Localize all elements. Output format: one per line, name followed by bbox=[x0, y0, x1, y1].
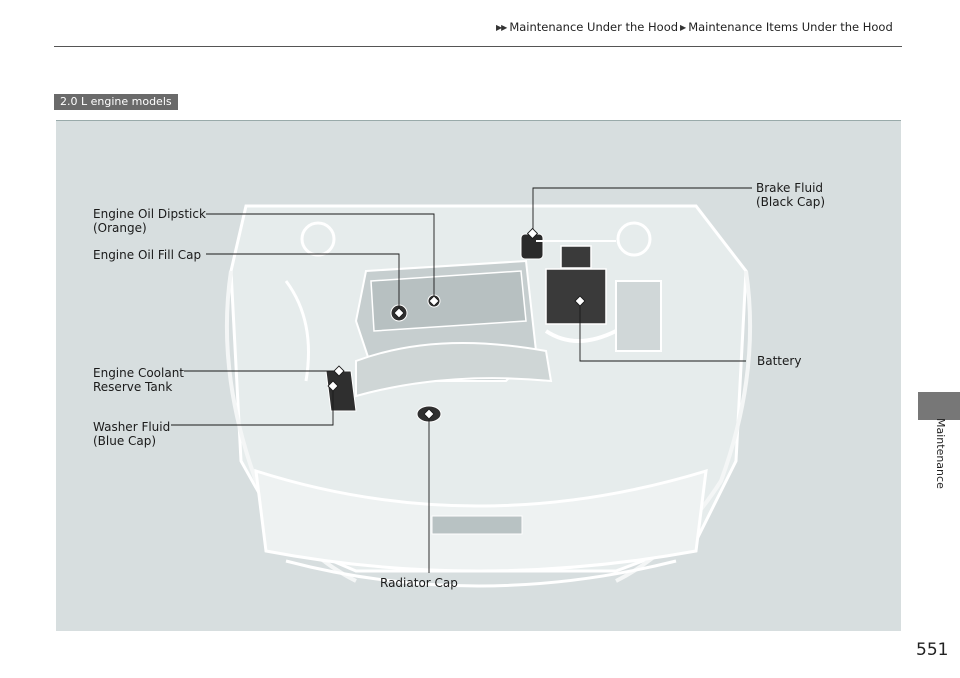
callout-engine-oil-dipstick: Engine Oil Dipstick (Orange) bbox=[93, 207, 206, 235]
callout-line: Engine Oil Fill Cap bbox=[93, 248, 202, 262]
engine-model-badge: 2.0 L engine models bbox=[54, 94, 178, 110]
callout-engine-coolant: Engine Coolant Reserve Tank bbox=[93, 366, 184, 394]
double-arrow-icon: ▶▶ bbox=[496, 22, 507, 32]
callout-line: Battery bbox=[757, 354, 802, 368]
header-rule bbox=[54, 46, 902, 47]
engine-bay-drawing bbox=[171, 187, 753, 588]
callout-line: (Blue Cap) bbox=[93, 434, 157, 448]
breadcrumb-item[interactable]: Maintenance Under the Hood bbox=[509, 20, 679, 34]
section-tab bbox=[918, 392, 960, 420]
callout-line: Washer Fluid bbox=[93, 420, 171, 434]
callout-line: Reserve Tank bbox=[93, 380, 173, 394]
callout-line: Engine Oil Dipstick bbox=[93, 207, 206, 221]
callout-line: Engine Coolant bbox=[93, 366, 185, 380]
engine-bay-illustration: Brake Fluid (Black Cap) Engine Oil Dipst… bbox=[56, 120, 901, 631]
callout-brake-fluid: Brake Fluid (Black Cap) bbox=[756, 181, 825, 209]
callout-engine-oil-fill-cap: Engine Oil Fill Cap bbox=[93, 248, 201, 262]
arrow-icon: ▶ bbox=[680, 22, 686, 32]
callout-line: (Orange) bbox=[93, 221, 147, 235]
callout-battery: Battery bbox=[757, 354, 801, 368]
breadcrumb: ▶▶ Maintenance Under the Hood ▶ Maintena… bbox=[496, 20, 893, 34]
section-tab-label: Maintenance bbox=[934, 418, 947, 489]
callout-line: Radiator Cap bbox=[380, 576, 458, 590]
page-number: 551 bbox=[916, 640, 949, 660]
breadcrumb-item[interactable]: Maintenance Items Under the Hood bbox=[688, 20, 893, 34]
callout-radiator-cap: Radiator Cap bbox=[380, 576, 458, 590]
callout-line: Brake Fluid bbox=[756, 181, 824, 195]
callout-line: (Black Cap) bbox=[756, 195, 825, 209]
callout-washer-fluid: Washer Fluid (Blue Cap) bbox=[93, 420, 170, 448]
